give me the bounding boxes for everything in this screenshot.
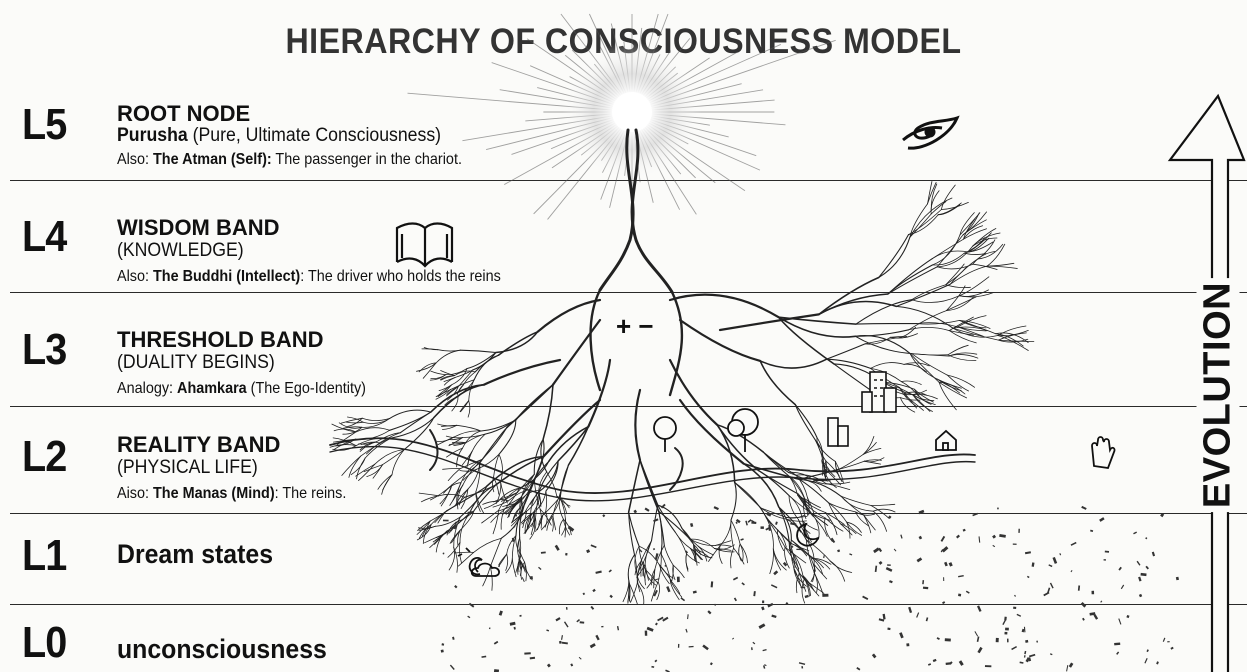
level-code-l0: L0 [22,618,67,667]
crescent-moon-icon [796,522,820,547]
level-name-l4: WISDOM BAND [117,215,280,240]
level-desc-l5: Also: The Atman (Self): The passenger in… [117,151,462,169]
level-desc-rest-l5: The passenger in the chariot. [271,151,462,168]
house-icon [935,429,957,451]
level-name-l2: REALITY BAND [117,432,281,457]
level-name-l1: Dream states [117,539,274,569]
evolution-label: EVOLUTION [1196,277,1240,513]
hand-icon [1091,436,1116,469]
level-desc-bold-l5: The Atman (Self): [153,151,272,168]
level-subtitle-l3: (DUALITY BEGINS) [117,352,275,373]
level-desc-bold-l3: Ahamkara [177,380,247,397]
level-desc-l4: Also: The Buddhi (Intellect): The driver… [117,268,501,286]
level-desc-l3: Analogy: Ahamkara (The Ego-Identity) [117,380,366,398]
level-desc-bold-l4: The Buddhi (Intellect) [153,268,301,285]
tree-icon [653,408,759,452]
band-divider-l3-l2 [10,406,1247,407]
galaxy-icon [902,115,960,150]
level-desc-prefix-l5: Also: [117,151,154,168]
level-subtitle-l5: Purusha (Pure, Ultimate Consciousness) [117,125,441,147]
level-desc-prefix-l2: Aiso: [117,485,154,502]
level-subtitle-l2: (PHYSICAL LIFE) [117,457,258,478]
moon-cloud-icon [457,547,500,577]
level-desc-bold-l2: The Manas (Mind) [153,485,275,502]
level-desc-rest-l4: : The driver who holds the reins [300,268,501,285]
level-desc-prefix-l4: Also: [117,268,154,285]
level-desc-rest-l2: : The reins. [274,485,347,502]
level-subtitle-bold-l5: Purusha [117,125,188,146]
city-buildings-icon [827,371,897,447]
level-code-l2: L2 [22,432,67,481]
level-code-l5: L5 [22,100,67,149]
level-desc-l2: Aiso: The Manas (Mind): The reins. [117,485,346,503]
level-name-l0: unconsciousness [117,634,327,664]
level-desc-rest-l3: (The Ego-Identity) [246,380,366,397]
open-book-icon [395,222,454,268]
level-subtitle-rest-l5: (Pure, Ultimate Consciousness) [187,125,442,146]
band-divider-l4-l3 [10,292,1247,293]
up-arrow-icon [1167,93,1246,672]
level-desc-prefix-l3: Analogy: [117,380,178,397]
duality-symbol: + − [616,311,654,341]
level-subtitle-l4: (KNOWLEDGE) [117,240,244,261]
level-name-l5: ROOT NODE [117,101,251,126]
level-code-l1: L1 [22,531,67,580]
band-divider-l1-l0 [10,604,1247,605]
level-name-l3: THRESHOLD BAND [117,327,324,352]
level-code-l3: L3 [22,325,67,374]
level-code-l4: L4 [22,212,67,261]
